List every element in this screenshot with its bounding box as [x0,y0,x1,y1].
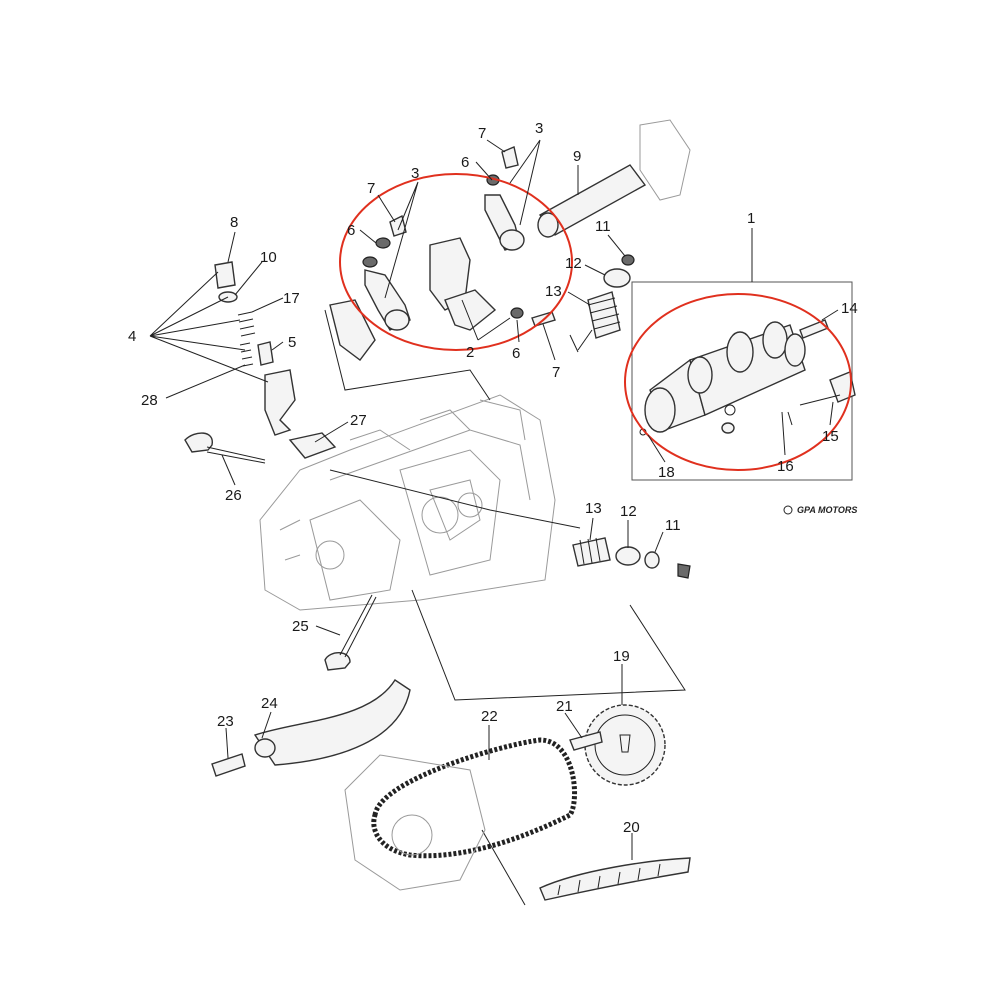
callout-11-lower: 11 [665,517,681,534]
callout-6-left: 6 [347,222,355,239]
callout-13-upper: 13 [545,283,562,300]
callout-15: 15 [822,428,839,445]
watermark-text: GPA MOTORS [797,505,857,515]
callout-20: 20 [623,819,640,836]
rocker-arms [329,146,556,361]
callout-22: 22 [481,708,498,725]
callout-25: 25 [292,618,309,635]
callout-23: 23 [217,713,234,730]
callout-6-top: 6 [461,154,469,171]
guide-lines [324,309,686,906]
callout-3-left: 3 [411,165,419,182]
callout-7-top: 7 [478,125,486,142]
callout-14: 14 [841,300,858,317]
callout-9: 9 [573,148,581,165]
valve-intake [324,594,377,671]
callout-24: 24 [261,695,278,712]
rocker-shaft [537,119,691,238]
cam-sprocket [569,704,666,786]
callout-2: 2 [466,344,474,361]
callout-1: 1 [747,210,755,227]
callout-19: 19 [613,648,630,665]
leader-lines [149,139,839,860]
chain-guide [211,679,411,777]
callout-4: 4 [128,328,136,345]
callout-26: 26 [225,487,242,504]
valve-exhaust [184,432,266,464]
callout-28: 28 [141,392,158,409]
highlight-camshaft [624,293,852,471]
watermark: GPA MOTORS [783,505,857,515]
callout-3-right: 3 [535,120,543,137]
callout-labels: 1 2 3 3 4 5 6 6 6 7 7 7 8 9 10 11 11 12 … [128,120,858,836]
crankcase-cover [344,754,486,891]
callout-6-bottom: 6 [512,345,520,362]
highlight-rocker-group [339,173,573,351]
chain-tensioner [214,261,337,459]
callout-16: 16 [777,458,794,475]
watermark-logo-icon [783,505,793,515]
callout-17: 17 [283,290,300,307]
camshaft-assembly [631,281,856,481]
timing-chain [371,737,578,859]
callout-7-bottom: 7 [552,364,560,381]
callout-18: 18 [658,464,675,481]
callout-21: 21 [556,698,573,715]
callout-12-upper: 12 [565,255,582,272]
callout-13-lower: 13 [585,500,602,517]
callout-8: 8 [230,214,238,231]
callout-12-lower: 12 [620,503,637,520]
callout-10: 10 [260,249,277,266]
callout-11-upper: 11 [595,218,611,235]
valve-train-upper [587,254,635,339]
callout-27: 27 [350,412,367,429]
cylinder-head [259,394,556,611]
callout-7-left: 7 [367,180,375,197]
callout-5: 5 [288,334,296,351]
valve-train-lower [572,537,691,579]
tensioner-shoe [539,857,691,901]
